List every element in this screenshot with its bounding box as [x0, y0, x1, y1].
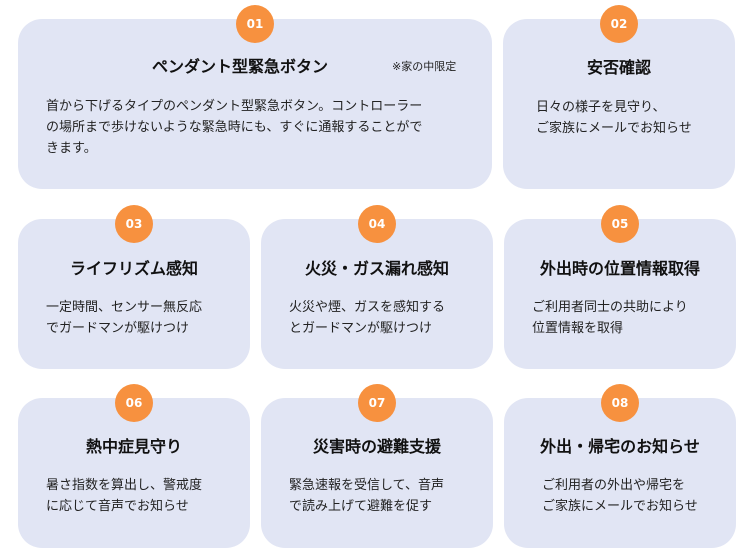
feature-card-life-rhythm: 03 ライフリズム感知 一定時間、センサー無反応 でガードマンが駆けつけ: [18, 205, 250, 369]
feature-card-fire-gas: 04 火災・ガス漏れ感知 火災や煙、ガスを感知する とガードマンが駆けつけ: [261, 205, 493, 369]
card-note: ※家の中限定: [392, 60, 457, 73]
card-title: ライフリズム感知: [69, 259, 198, 278]
card-number-badge: 06: [115, 384, 153, 422]
card-description-line: 火災や煙、ガスを感知する: [289, 300, 446, 315]
card-description-line: 一定時間、センサー無反応: [46, 300, 203, 315]
card-title: 外出時の位置情報取得: [539, 259, 700, 278]
card-title: ペンダント型緊急ボタン: [151, 57, 328, 76]
feature-card-outing-return: 08 外出・帰宅のお知らせ ご利用者の外出や帰宅を ご家族にメールでお知らせ: [504, 384, 736, 548]
card-description-line: とガードマンが駆けつけ: [289, 321, 433, 336]
card-description-line: でガードマンが駆けつけ: [46, 321, 190, 336]
card-description-line: 暑さ指数を算出し、警戒度: [46, 478, 203, 493]
card-description-line: 緊急速報を受信して、音声: [289, 478, 444, 493]
card-number-badge: 03: [115, 205, 153, 243]
card-description: 緊急速報を受信して、音声 で読み上げて避難を促す: [289, 475, 444, 517]
card-number-badge: 07: [358, 384, 396, 422]
card-description-line: ご家族にメールでお知らせ: [542, 499, 698, 514]
feature-card-evacuation: 07 災害時の避難支援 緊急速報を受信して、音声 で読み上げて避難を促す: [261, 384, 493, 548]
card-description: 火災や煙、ガスを感知する とガードマンが駆けつけ: [289, 297, 445, 339]
feature-card-pendant-button: 01 ペンダント型緊急ボタン ※家の中限定 首から下げるタイプのペンダント型緊急…: [18, 5, 492, 189]
card-number-badge: 05: [601, 205, 639, 243]
card-description: ご利用者の外出や帰宅を ご家族にメールでお知らせ: [542, 475, 698, 517]
card-description: ご利用者同士の共助により 位置情報を取得: [532, 297, 688, 339]
card-title: 災害時の避難支援: [312, 437, 441, 456]
card-description: 日々の様子を見守り、 ご家族にメールでお知らせ: [536, 97, 692, 139]
card-description: 暑さ指数を算出し、警戒度 に応じて音声でお知らせ: [46, 475, 202, 517]
card-description: 一定時間、センサー無反応 でガードマンが駆けつけ: [46, 297, 202, 339]
card-description-line: ご利用者の外出や帰宅を: [542, 478, 686, 493]
card-title: 火災・ガス漏れ感知: [304, 259, 449, 278]
card-description-line: ご家族にメールでお知らせ: [536, 121, 692, 136]
card-description-line: で読み上げて避難を促す: [289, 499, 433, 514]
feature-card-location: 05 外出時の位置情報取得 ご利用者同士の共助により 位置情報を取得: [504, 205, 736, 369]
card-description-line: に応じて音声でお知らせ: [46, 499, 189, 514]
card-description-line: 日々の様子を見守り、: [536, 100, 666, 115]
card-number-badge: 04: [358, 205, 396, 243]
feature-card-safety-check: 02 安否確認 日々の様子を見守り、 ご家族にメールでお知らせ: [503, 5, 735, 189]
card-description-line: の場所まで歩けないような緊急時にも、すぐに通報することがで: [46, 120, 423, 135]
card-number-badge: 01: [236, 5, 274, 43]
card-description-line: 位置情報を取得: [532, 321, 624, 336]
card-title: 安否確認: [586, 58, 651, 77]
card-description-line: ご利用者同士の共助により: [532, 300, 688, 315]
card-description-line: 首から下げるタイプのペンダント型緊急ボタン。コントローラー: [46, 99, 423, 114]
card-description: 首から下げるタイプのペンダント型緊急ボタン。コントローラー の場所まで歩けないよ…: [46, 96, 422, 159]
card-title: 熱中症見守り: [85, 437, 182, 456]
card-description-line: きます。: [46, 141, 97, 156]
card-number-badge: 02: [600, 5, 638, 43]
feature-card-heatstroke: 06 熱中症見守り 暑さ指数を算出し、警戒度 に応じて音声でお知らせ: [18, 384, 250, 548]
card-number-badge: 08: [601, 384, 639, 422]
card-title: 外出・帰宅のお知らせ: [540, 437, 700, 456]
